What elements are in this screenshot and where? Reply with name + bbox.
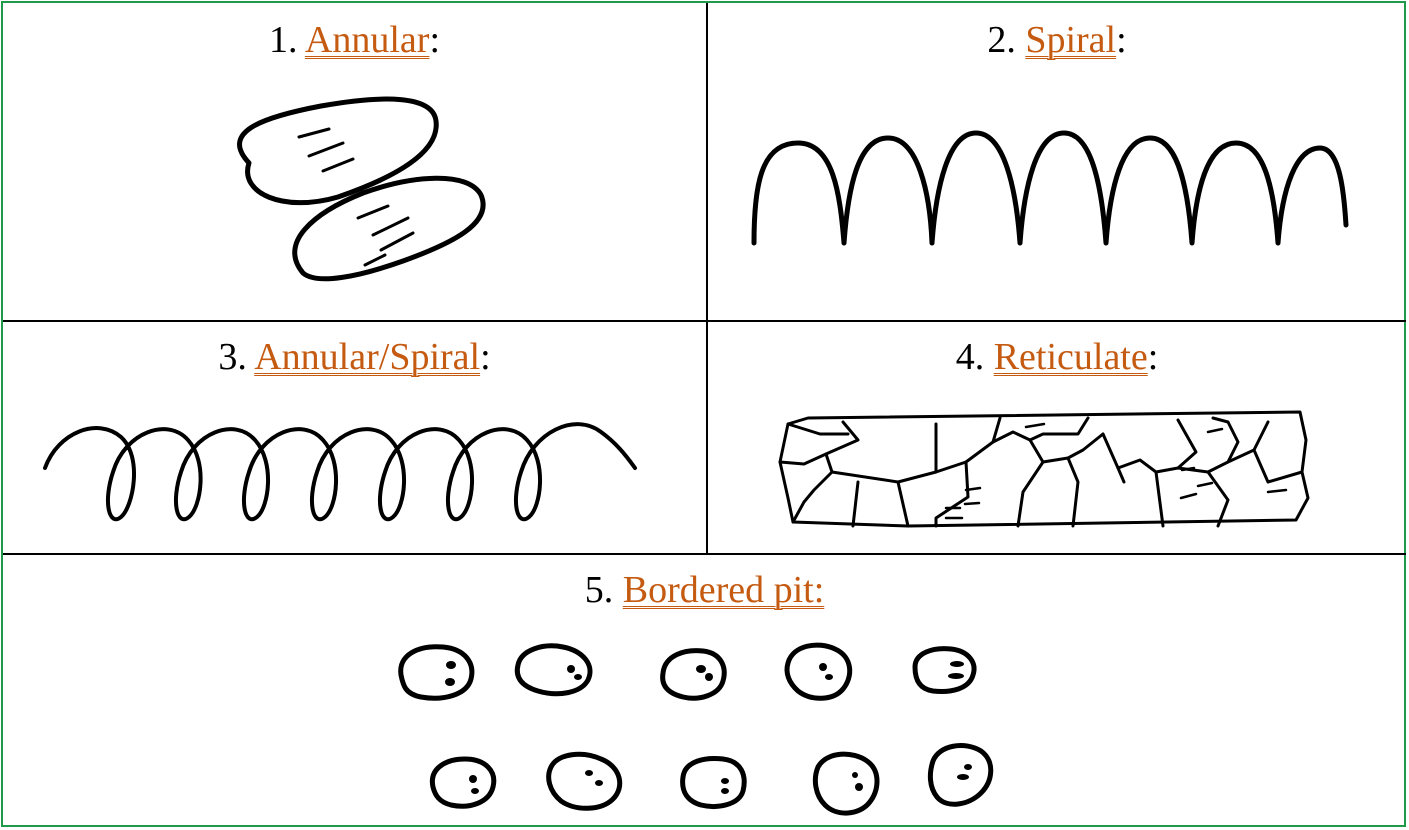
cell-annular: 1. Annular: [3,3,706,320]
cell-spiral: 2. Spiral: [708,3,1406,320]
spiral-thickening-drawing [708,3,1406,320]
cell-reticulate: 4. Reticulate: [708,322,1406,553]
cell-bordered-pit: 5. Bordered pit: [3,555,1406,827]
bordered-pit-drawing [3,555,1406,827]
annular-thickening-drawing [3,3,706,320]
reticulate-thickening-drawing [708,322,1406,553]
cell-annular-spiral: 3. Annular/Spiral: [3,322,706,553]
annular-spiral-thickening-drawing [3,322,706,553]
